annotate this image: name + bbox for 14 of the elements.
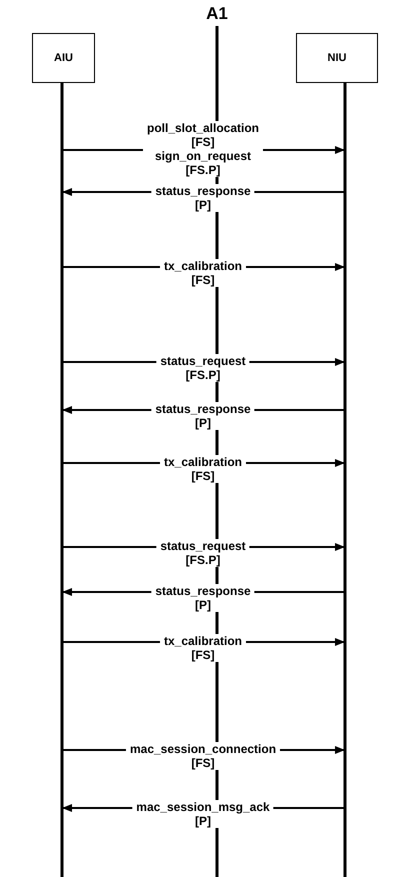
message-label: status_request [FS.P]: [156, 354, 250, 382]
message-label: tx_calibration [FS]: [160, 259, 246, 287]
message-label: poll_slot_allocation [FS] sign_on_request [FS.P]: [142, 121, 264, 177]
message-label: tx_calibration [FS]: [160, 634, 246, 662]
message-label: mac_session_msg_ack [P]: [132, 800, 274, 828]
message-label: status_response [P]: [151, 584, 255, 612]
participant-box: AIU: [32, 33, 95, 83]
message-label: status_request [FS.P]: [156, 539, 250, 567]
message-label: mac_session_connection [FS]: [126, 742, 280, 770]
message-label: status_response [P]: [151, 402, 255, 430]
message-label: tx_calibration [FS]: [160, 455, 246, 483]
participant-box: NIU: [296, 33, 378, 83]
message-label: status_response [P]: [151, 184, 255, 212]
lifeline-title: A1: [205, 3, 229, 25]
